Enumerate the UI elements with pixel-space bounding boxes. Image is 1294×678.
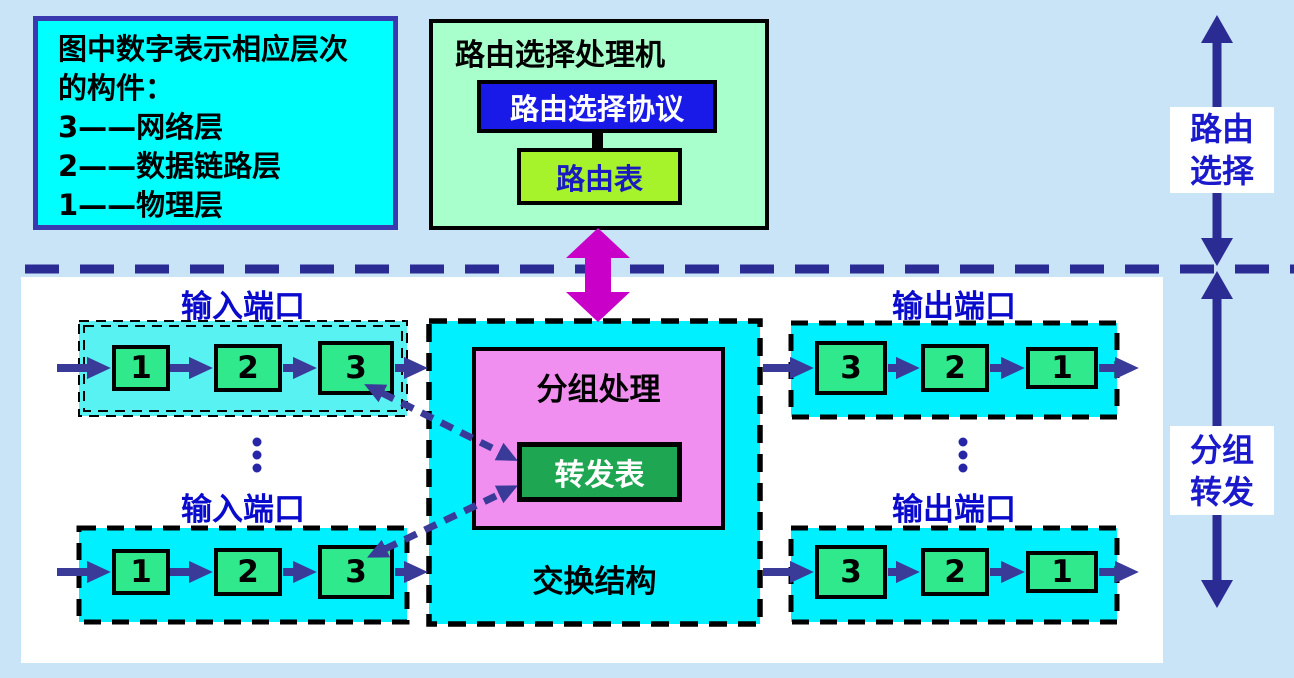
forwarding-scope-line1: 分组 — [1189, 430, 1254, 469]
legend-line: 2——数据链路层 — [58, 149, 282, 183]
legend-line: 1——物理层 — [58, 188, 224, 222]
layer-module-2: 2 — [921, 548, 989, 596]
layer-module-3: 3 — [318, 545, 394, 599]
layer-module-3: 3 — [815, 545, 887, 599]
layer-module-2: 2 — [214, 344, 282, 392]
switching-fabric-label: 交换结构 — [532, 564, 657, 600]
forwarding-scope-line2: 转发 — [1189, 472, 1254, 511]
input-port-label-bottom: 输入端口 — [181, 492, 305, 528]
forwarding-table-box: 转发表 — [517, 442, 682, 502]
output-port-label-top: 输出端口 — [892, 289, 1016, 325]
legend-line: 的构件： — [58, 71, 175, 105]
legend-box: 图中数字表示相应层次 的构件： 3——网络层 2——数据链路层 1——物理层 — [33, 16, 398, 230]
routing-scope-line2: 选择 — [1189, 152, 1254, 190]
legend-line: 图中数字表示相应层次 — [58, 32, 349, 66]
layer-module-1: 1 — [1026, 347, 1098, 389]
packet-processing-label: 分组处理 — [536, 372, 661, 408]
input-port-label-top: 输入端口 — [181, 289, 305, 325]
routing-protocol-box: 路由选择协议 — [477, 80, 717, 133]
output-port-label-bottom: 输出端口 — [892, 492, 1016, 528]
routing-scope-label: 路由 选择 — [1170, 107, 1274, 193]
layer-module-3: 3 — [318, 341, 394, 395]
routing-scope-line1: 路由 — [1189, 110, 1254, 148]
routing-table-box: 路由表 — [517, 148, 682, 205]
layer-module-1: 1 — [112, 549, 170, 595]
layer-module-3: 3 — [815, 341, 887, 395]
routing-processor-title: 路由选择处理机 — [455, 38, 665, 73]
layer-module-1: 1 — [1026, 551, 1098, 593]
layer-module-1: 1 — [112, 345, 170, 391]
layer-module-2: 2 — [214, 548, 282, 596]
legend-line: 3——网络层 — [58, 110, 224, 144]
layer-module-2: 2 — [921, 344, 989, 392]
forwarding-scope-label: 分组 转发 — [1170, 426, 1274, 515]
